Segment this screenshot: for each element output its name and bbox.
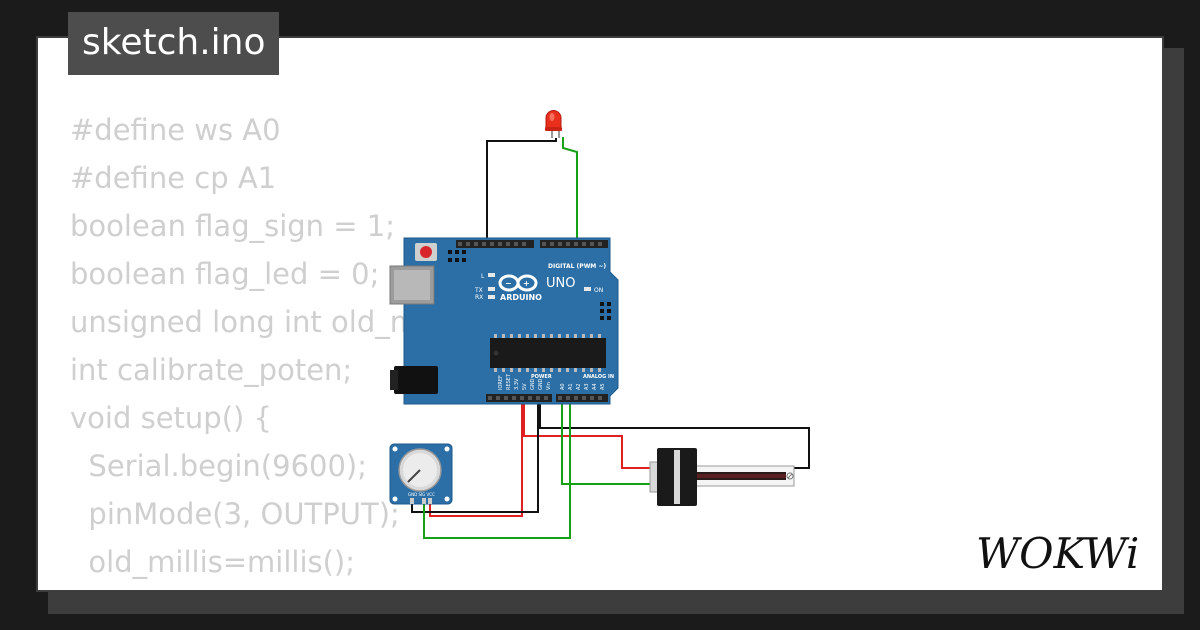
pin-ioref-label: IOREF (498, 375, 504, 390)
microcontroller-chip (490, 338, 606, 368)
analog-header-label: ANALOG IN (583, 374, 614, 380)
wire-a0-pot (423, 396, 571, 539)
pin-vin-label: Vin (546, 382, 552, 390)
wire-led-gnd (486, 138, 557, 244)
wire-gnd-slider (539, 396, 810, 469)
slide-potentiometer[interactable] (649, 448, 795, 506)
power-jack (394, 366, 438, 394)
pin-5v-label: 5V (522, 383, 528, 390)
arduino-logo (498, 274, 538, 292)
pin-a4-label: A4 (592, 383, 598, 390)
arduino-board: DIGITAL (PWM ~) L TX RX ON − + UNO ARDUI… (389, 237, 619, 405)
pin-reset-label: RESET (506, 373, 512, 390)
pin-a1-label: A1 (568, 383, 574, 390)
digital-header-left (456, 240, 534, 248)
board-model: UNO (546, 276, 575, 291)
reset-button (420, 246, 432, 258)
code-preview: #define ws A0 #define cp A1 boolean flag_s… (70, 106, 475, 590)
pin-3v3-label: 3.3V (514, 378, 520, 390)
power-header-label: POWER (531, 374, 552, 380)
l-label: L (481, 273, 485, 280)
wire-gnd-pot (411, 396, 539, 513)
pin-a3-label: A3 (584, 383, 590, 390)
rx-label: RX (475, 294, 483, 301)
file-tab[interactable]: sketch.ino (68, 12, 280, 75)
board-brand: ARDUINO (500, 293, 542, 302)
led (545, 110, 562, 138)
pin-a2-label: A2 (576, 383, 582, 390)
digital-header-label: DIGITAL (PWM ~) (548, 263, 606, 270)
power-header (486, 394, 552, 402)
rotary-potentiometer[interactable]: GND SIG VCC (389, 443, 453, 505)
code-line: pinMode(3, OUTPUT); (70, 497, 400, 531)
wires (411, 137, 810, 539)
svg-text:+: + (523, 279, 530, 288)
code-line: #define ws A0 (70, 113, 281, 147)
pin-gnd1-label: GND (530, 378, 536, 390)
pin-a5-label: A5 (600, 383, 606, 390)
code-line: int calibrate_poten; (70, 353, 353, 387)
wire-a1-slider (561, 396, 656, 485)
code-line: boolean flag_sign = 1; (70, 209, 396, 243)
wire-led-pin3 (562, 137, 578, 244)
svg-text:−: − (505, 279, 512, 288)
potentiometer-pins-label: GND SIG VCC (408, 492, 435, 497)
wokwi-logo: WOKWi (976, 529, 1139, 578)
code-line: Serial.begin(9600); (70, 449, 368, 483)
on-label: ON (594, 287, 603, 294)
code-line: boolean flag_led = 0; (70, 257, 380, 291)
tx-label: TX (474, 287, 483, 294)
code-line: old_millis=millis(); (70, 545, 356, 579)
code-line: #define cp A1 (70, 161, 277, 195)
svg-text:WOKWi: WOKWi (976, 529, 1139, 578)
pin-gnd2-label: GND (538, 378, 544, 390)
pin-a0-label: A0 (560, 383, 566, 390)
code-line: void setup() { (70, 401, 272, 435)
wire-5v-pot (429, 396, 523, 517)
wire-5v-slider (523, 396, 656, 469)
